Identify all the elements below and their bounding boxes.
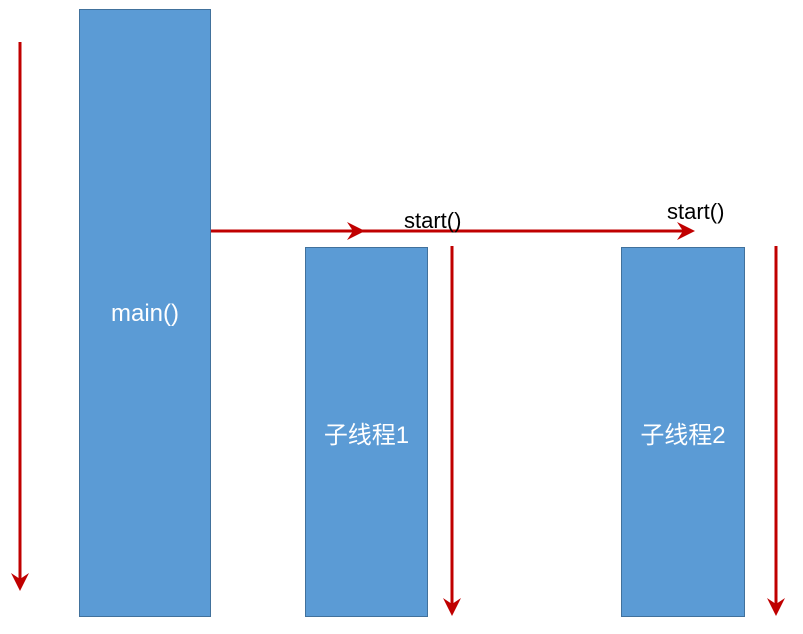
thread-2-box: 子线程2 (621, 247, 745, 617)
call-label-thread-1: start() (404, 208, 462, 233)
main-thread-label: main() (110, 300, 179, 327)
call-label-thread-2: start() (667, 199, 725, 224)
main-thread-box: main() (79, 9, 211, 617)
thread-1-box: 子线程1 (305, 247, 428, 617)
timeline-arrow-thread-1-head (443, 598, 461, 616)
thread-2-label: 子线程2 (640, 421, 726, 449)
call-arrow-2-head (677, 222, 695, 240)
timeline-arrow-main-head (11, 573, 29, 591)
thread-1-label: 子线程1 (323, 421, 410, 449)
timeline-arrow-thread-2-head (767, 598, 785, 616)
